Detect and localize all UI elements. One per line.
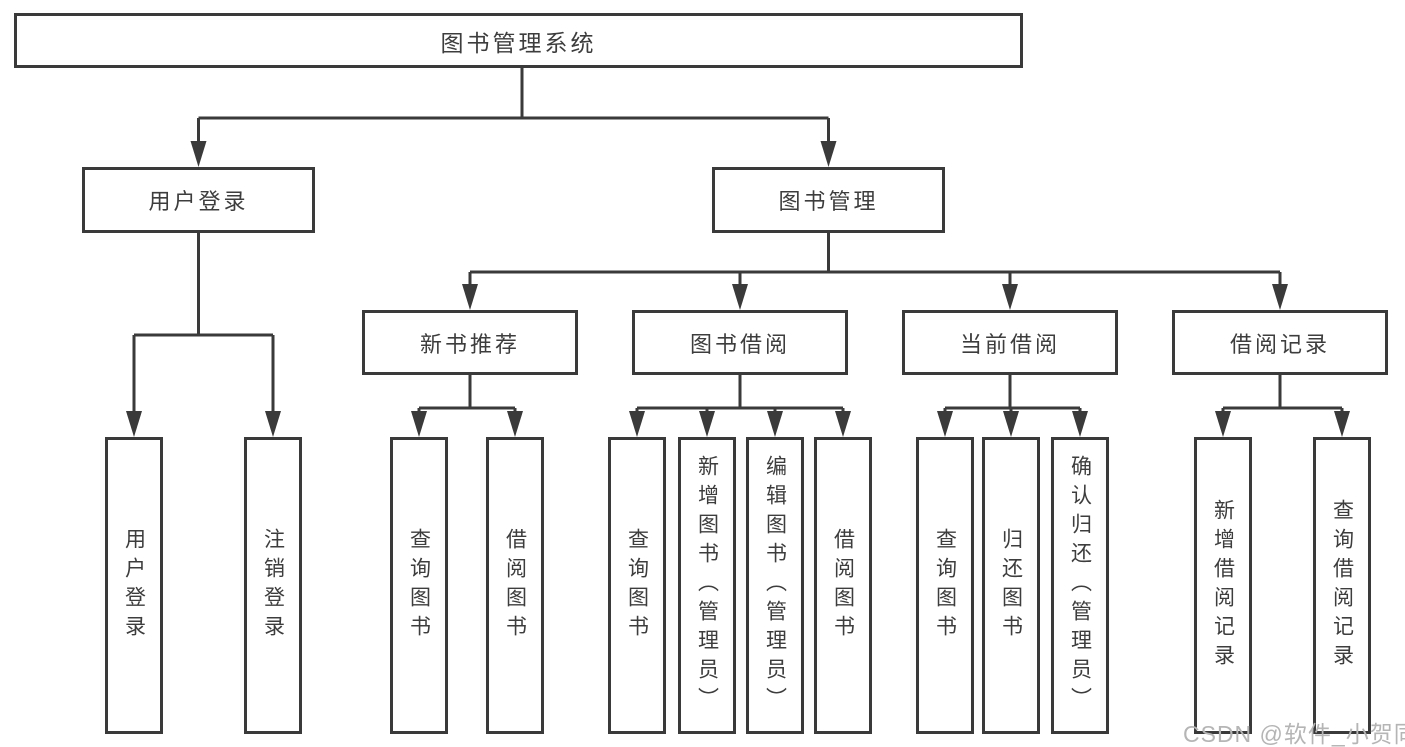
leaf-query-books: 查询图书 [608, 437, 666, 734]
leaf-user-login: 用户登录 [105, 437, 163, 734]
leaf-label: 借阅图书 [503, 527, 527, 644]
leaf-label: 借阅图书 [831, 527, 855, 644]
leaf-label: 查询图书 [625, 527, 649, 644]
leaf-borrow-books: 借阅图书 [814, 437, 872, 734]
leaf-label: 归还图书 [999, 527, 1023, 644]
leaf-return-books: 归还图书 [982, 437, 1040, 734]
leaf-query-books: 查询图书 [916, 437, 974, 734]
node-new-book-recommendation: 新书推荐 [362, 310, 578, 375]
leaf-edit-book-admin: 编辑图书（管理员） [746, 437, 804, 734]
node-label: 图书管理 [778, 189, 879, 214]
leaf-borrow-books: 借阅图书 [486, 437, 544, 734]
leaf-label: 注销登录 [261, 527, 285, 644]
leaf-label: 新增借阅记录 [1211, 498, 1235, 673]
node-current-borrowing: 当前借阅 [902, 310, 1118, 375]
leaf-label: 用户登录 [122, 527, 146, 644]
leaf-label: 查询借阅记录 [1330, 498, 1354, 673]
leaf-label: 编辑图书（管理员） [763, 455, 787, 716]
leaf-query-borrow-record: 查询借阅记录 [1313, 437, 1371, 734]
node-borrowing-records: 借阅记录 [1172, 310, 1388, 375]
leaf-label: 确认归还（管理员） [1068, 455, 1092, 716]
leaf-label: 新增图书（管理员） [695, 455, 719, 716]
leaf-add-book-admin: 新增图书（管理员） [678, 437, 736, 734]
leaf-confirm-return-admin: 确认归还（管理员） [1051, 437, 1109, 734]
node-label: 用户登录 [148, 189, 249, 214]
node-label: 图书管理系统 [440, 29, 597, 56]
node-label: 图书借阅 [689, 331, 790, 357]
leaf-label: 查询图书 [933, 527, 957, 644]
node-user-login: 用户登录 [82, 167, 315, 233]
node-label: 借阅记录 [1229, 331, 1330, 357]
leaf-add-borrow-record: 新增借阅记录 [1194, 437, 1252, 734]
leaf-label: 查询图书 [407, 527, 431, 644]
leaf-logout: 注销登录 [244, 437, 302, 734]
leaf-query-books: 查询图书 [390, 437, 448, 734]
node-book-borrowing: 图书借阅 [632, 310, 848, 375]
node-label: 当前借阅 [959, 331, 1060, 357]
node-library-management-system: 图书管理系统 [14, 13, 1023, 68]
csdn-watermark: CSDN @软件_小贺同学 [1183, 721, 1405, 747]
node-book-management: 图书管理 [712, 167, 945, 233]
node-label: 新书推荐 [419, 331, 520, 357]
